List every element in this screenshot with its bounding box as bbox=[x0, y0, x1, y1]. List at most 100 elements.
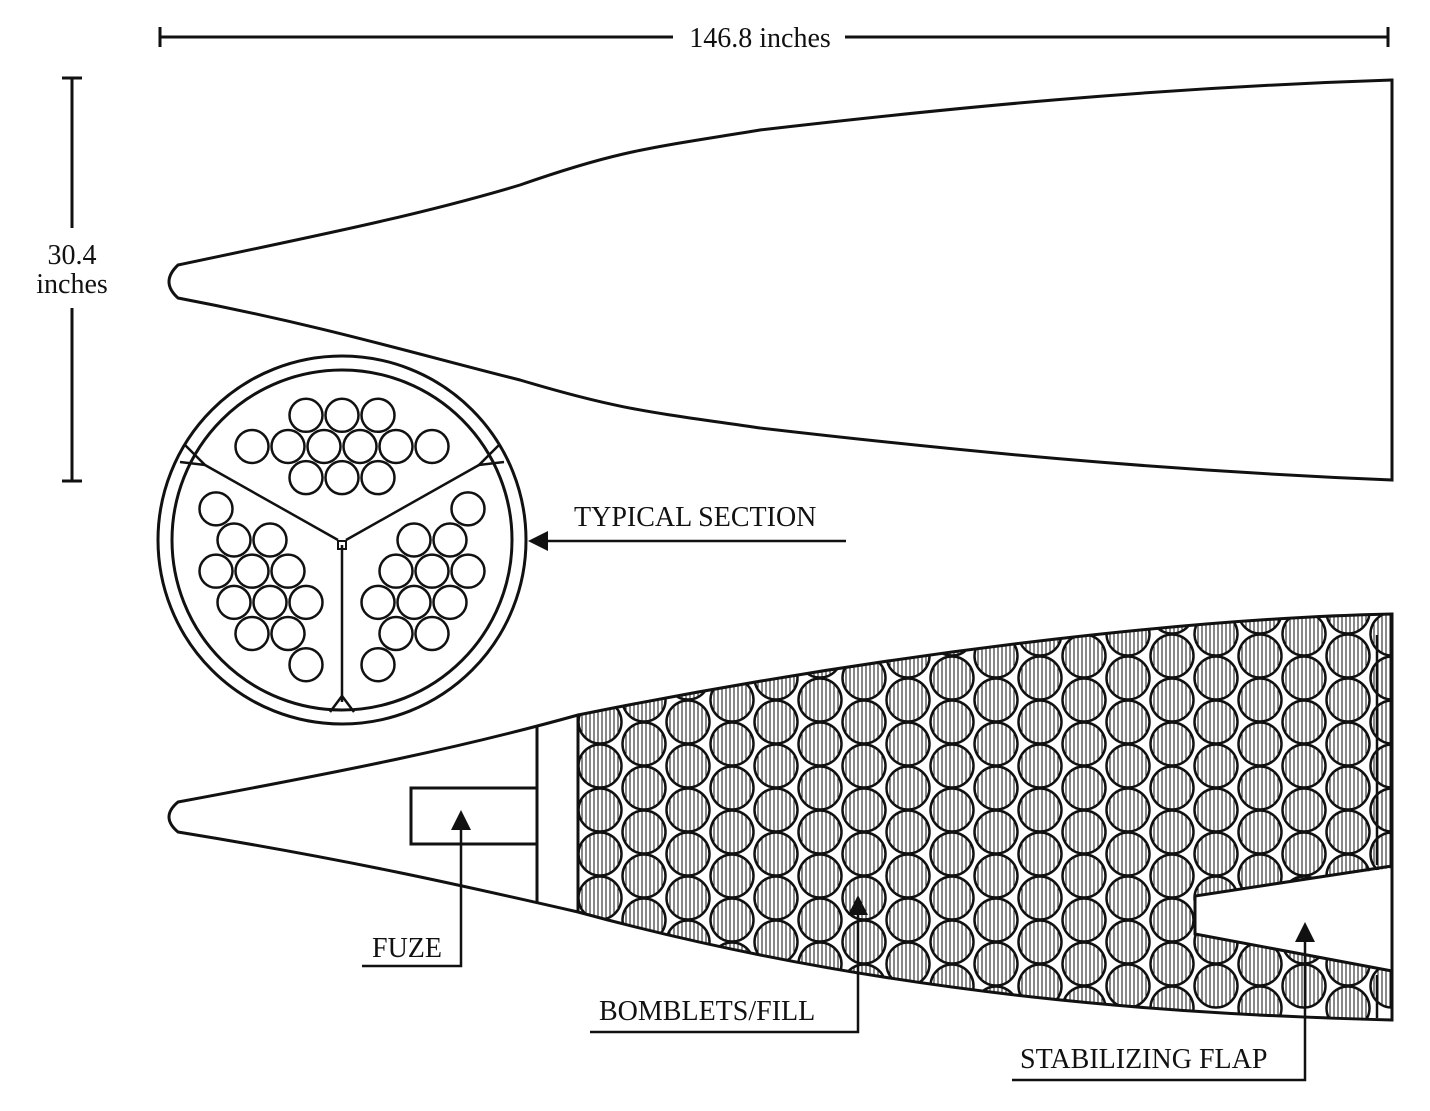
bomblet bbox=[885, 897, 931, 943]
bomblet bbox=[885, 721, 931, 767]
bomblet bbox=[709, 941, 755, 987]
bomblet bbox=[1371, 525, 1414, 568]
bomblet bbox=[709, 721, 755, 767]
bomblet bbox=[1061, 897, 1107, 943]
bomblet bbox=[797, 721, 843, 767]
bomblet bbox=[1325, 633, 1371, 679]
bomblet bbox=[931, 525, 974, 568]
typical-section-label: TYPICAL SECTION bbox=[574, 502, 816, 533]
bomblet bbox=[1105, 831, 1151, 877]
section-bomblet bbox=[396, 584, 432, 621]
section-bomblet bbox=[234, 615, 270, 652]
bomblet bbox=[665, 787, 711, 833]
bomblet bbox=[975, 503, 1018, 546]
section-bomblet bbox=[270, 428, 306, 465]
bomblet bbox=[709, 809, 755, 855]
bomblet bbox=[1149, 941, 1195, 987]
bomblet bbox=[578, 743, 623, 789]
bomblet bbox=[841, 743, 887, 789]
section-bomblet bbox=[216, 522, 252, 558]
bomblet bbox=[1107, 569, 1150, 612]
bomblet bbox=[1193, 875, 1239, 921]
bomblet bbox=[1193, 787, 1239, 833]
bomblets-callout: BOMBLETS/FILL bbox=[590, 895, 868, 1034]
section-bomblet bbox=[396, 522, 432, 558]
bomblet bbox=[1281, 655, 1327, 701]
bomblet bbox=[1061, 721, 1107, 767]
stabilizing-flap-callout: STABILIZING FLAP bbox=[1012, 922, 1315, 1082]
bomblet bbox=[885, 765, 931, 811]
bomblet bbox=[1017, 787, 1063, 833]
bomblet bbox=[1237, 633, 1283, 679]
section-bomblet bbox=[414, 428, 450, 465]
bomblet bbox=[1193, 963, 1239, 1009]
bomblet bbox=[1237, 614, 1283, 635]
bomblet bbox=[1369, 743, 1392, 789]
section-bomblet bbox=[360, 584, 396, 621]
bomblet bbox=[578, 787, 623, 833]
bomblet bbox=[1237, 809, 1283, 855]
bomblet bbox=[621, 897, 667, 943]
bomblet bbox=[1281, 699, 1327, 745]
bomblet bbox=[665, 743, 711, 789]
bomblet bbox=[843, 569, 886, 612]
section-bomblet bbox=[270, 553, 306, 589]
bomblet bbox=[887, 503, 930, 546]
bomblet bbox=[1369, 787, 1392, 833]
bomblet bbox=[578, 614, 623, 657]
bomblet bbox=[1149, 765, 1195, 811]
bomblet bbox=[1283, 525, 1326, 568]
bomblet bbox=[931, 569, 974, 612]
bomblet bbox=[1105, 655, 1151, 701]
bomblet bbox=[929, 743, 975, 789]
bomblet bbox=[621, 853, 667, 899]
bomblet bbox=[1061, 809, 1107, 855]
bomblet bbox=[975, 547, 1018, 590]
fuze-callout: FUZE bbox=[362, 810, 471, 968]
bomblet bbox=[1017, 831, 1063, 877]
bomblet bbox=[665, 699, 711, 745]
bomblet bbox=[1239, 503, 1282, 546]
bomblet bbox=[973, 633, 1019, 679]
bomblet bbox=[797, 897, 843, 943]
diameter-value-label: 30.4 bbox=[48, 240, 97, 271]
bomblet bbox=[1369, 963, 1392, 1009]
bomblet bbox=[973, 897, 1019, 943]
bomblet bbox=[1369, 655, 1392, 701]
bomblet bbox=[1195, 569, 1238, 612]
bomblet bbox=[843, 525, 886, 568]
bomblet-fill bbox=[578, 503, 1414, 1020]
bomblet bbox=[755, 569, 798, 612]
bomblet bbox=[623, 547, 666, 590]
bomblet bbox=[1061, 853, 1107, 899]
diameter-dimension: 30.4 inches bbox=[36, 76, 108, 483]
bomblet bbox=[1105, 743, 1151, 789]
section-bomblet bbox=[288, 397, 324, 434]
bomblet bbox=[929, 831, 975, 877]
section-bomblet bbox=[252, 522, 288, 558]
typical-section-callout: TYPICAL SECTION bbox=[528, 502, 846, 551]
stabilizing-flap-label: STABILIZING FLAP bbox=[1020, 1044, 1267, 1075]
section-bomblet bbox=[378, 615, 414, 652]
section-bomblet bbox=[378, 428, 414, 465]
section-bomblet bbox=[360, 646, 396, 683]
bomblet bbox=[1325, 897, 1371, 943]
bomblet bbox=[1061, 941, 1107, 987]
bomblet bbox=[1193, 655, 1239, 701]
bomblet bbox=[578, 919, 623, 965]
bomblet bbox=[973, 677, 1019, 723]
bomblet bbox=[1017, 963, 1063, 1009]
bomblet bbox=[799, 547, 842, 590]
bomblet bbox=[1105, 614, 1151, 657]
bomblet bbox=[1061, 985, 1107, 1020]
bomblet bbox=[1149, 721, 1195, 767]
bomblet bbox=[1061, 677, 1107, 723]
bomblet bbox=[973, 853, 1019, 899]
bomblet bbox=[797, 765, 843, 811]
bomblet bbox=[1105, 787, 1151, 833]
length-label: 146.8 inches bbox=[689, 23, 831, 54]
bomblet bbox=[711, 547, 754, 590]
bomblet bbox=[1281, 831, 1327, 877]
bomblet bbox=[709, 633, 755, 679]
